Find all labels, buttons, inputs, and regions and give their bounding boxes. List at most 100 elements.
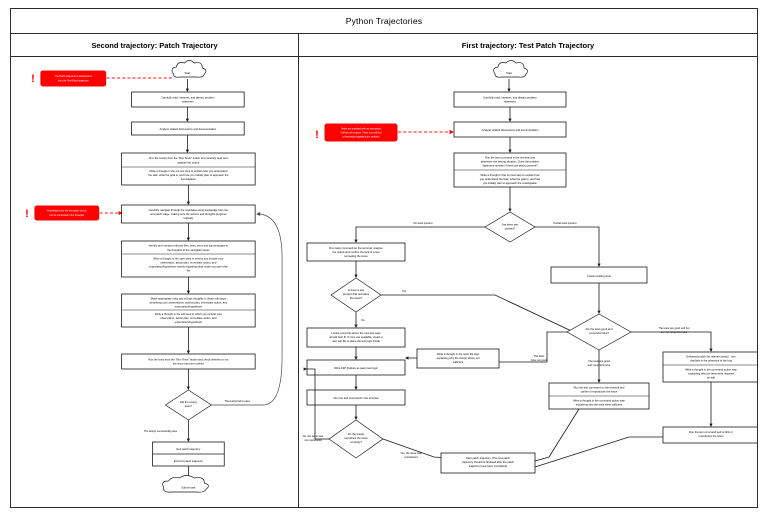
node-r1 (453, 91, 567, 108)
node-r11a-line2: that fails in the presence of the bug (690, 359, 732, 363)
node-d1-line2: pass? (185, 404, 193, 408)
warning-icon: ! (31, 73, 35, 85)
node-start-right-label: Start (506, 71, 512, 75)
node-r1-line1: Carefully read, interpret, and dissect p… (483, 96, 537, 100)
node-r12-line2: reproduces the issue (699, 434, 724, 438)
edge-partial-tests (535, 226, 600, 264)
node-rd1-line2: present? (505, 227, 516, 231)
node-n5b-line2: observation, action plan, immediate acti… (160, 260, 217, 264)
node-n6a-line2: describing your observations, actions pl… (150, 300, 228, 304)
node-n3b-line1: Write a thought in the out test step to … (149, 169, 227, 173)
node-n3a-line2: analyse the output (177, 160, 199, 164)
node-n6b-line2: observation, action plan, immediate acti… (160, 316, 217, 320)
node-r3b-line3: you initially plan to approach the inves… (483, 181, 538, 185)
node-n6b-line3: expectation/hypothesis (175, 320, 203, 324)
node-n5 (121, 240, 256, 278)
arrow-9 (186, 438, 190, 442)
node-r12 (662, 426, 757, 444)
node-r13-line3: trajectory have been completed) (469, 464, 507, 468)
arrow-loop-r (303, 367, 307, 371)
node-r6-line3: new test file to place the test logic in… (332, 339, 380, 343)
node-r10a-line2: confirm it reproduces the issue (581, 390, 618, 394)
node-n5b-line3: expectation/hypothesis mainly regarding … (149, 264, 228, 268)
node-r12-line1: Run the test command and confirm it (689, 430, 733, 434)
annotation-right-arrow (449, 129, 454, 135)
node-r1-line2: statement (504, 100, 516, 104)
arrow-r6 (597, 263, 601, 267)
node-end-test-patch-label: End test patch trajectory (174, 459, 204, 463)
column-headers: Second trajectory: Patch Trajectory Firs… (11, 34, 757, 57)
annotation-2-line2: not be mentioned in the thoughts (50, 214, 85, 217)
node-n4-line2: test patch stage, making sure the action… (150, 212, 227, 216)
node-n6b-line1: Write a thought in the edit step in whic… (155, 312, 222, 316)
annotation-right-line2: GitHub pull request. There you will find (340, 132, 382, 135)
arrow-4 (186, 201, 190, 205)
edge-label-repro-2: reproduced (404, 455, 418, 459)
edge-label-notcomp-2: are not comprehensive (661, 330, 688, 334)
node-r10a-line1: Run the test command on the terminal and (574, 386, 625, 390)
node-r9-line2: explaining why the test(s) where not (437, 356, 480, 360)
annotation-box-right (324, 123, 398, 142)
annotation-box-1 (40, 70, 107, 87)
node-r9-line1: Write a thought in the open file step (437, 352, 480, 356)
edge-label-rd2-no: No (361, 318, 365, 322)
node-rd4-line1: Do the test(s) (348, 432, 364, 436)
node-n1 (131, 91, 245, 108)
node-r3b-line1: Write a thought in the run test step to … (481, 173, 540, 177)
node-r13 (440, 452, 536, 474)
flowchart-left: ! The Patch trajectory is independent fr… (25, 60, 283, 493)
node-n4-line3: logically (184, 216, 194, 220)
arrow-1 (185, 88, 189, 92)
arrow-r5 (354, 239, 358, 243)
arrow-8 (186, 386, 190, 390)
edge-label-fail: The test(s) fail to pass (225, 399, 251, 403)
node-n1-line2: statement (182, 99, 194, 103)
arrow-r15 (405, 356, 409, 360)
edge-rd3-notcomp (631, 331, 712, 349)
edge-label-notgood-2: have not good (531, 358, 548, 362)
node-r11b-line1: Write a thought in the command action st… (685, 368, 737, 372)
edge-r10-r13 (534, 408, 580, 462)
node-n3b-line2: the task, what the goal is, and how you … (148, 173, 229, 177)
node-r9 (416, 348, 500, 369)
edge-rd2-yes (381, 294, 600, 345)
arrow-r9 (354, 324, 358, 328)
node-decision-reproduce (328, 419, 384, 459)
node-r10b-line2: explaining why the tests were sufficient (576, 403, 623, 407)
node-n4-line1: Carefully navigate through the codebase … (149, 208, 229, 212)
node-n5b-line4: file (187, 268, 191, 272)
column-header-right-label: First trajectory: Test Patch Trajectory (461, 40, 595, 50)
node-n5b-line1: Write a thought in the open step to ensu… (153, 256, 223, 260)
arrow-r17 (709, 348, 713, 352)
node-r3a-line1: Run the test command in the terminal and (485, 156, 535, 160)
annotation-box-2 (34, 205, 100, 221)
node-n6a-line1: Make appropriate edits and include thoug… (151, 296, 227, 300)
node-r13-line2: trajectory should be finalised after the… (462, 460, 514, 464)
arrow-r11 (354, 386, 358, 390)
node-r2-line1: Analyse related discussions and document… (482, 128, 539, 132)
flowchart-right: Start Carefully read, interpret, and dis… (303, 60, 757, 474)
warning-icon-2: ! (25, 208, 29, 220)
node-n7-line1: Run the tests from the "Run Tests" butto… (148, 357, 228, 361)
edge-label-partial-tests: Partial tests present (554, 221, 577, 225)
pane-test-patch-trajectory: Start Carefully read, interpret, and dis… (299, 57, 757, 508)
node-rd2-line2: present that recreates (343, 292, 370, 296)
node-rd4-line3: correctly? (350, 440, 362, 444)
annotation-2-arrow (118, 211, 123, 215)
node-d1-line1: Did the test(s) (180, 400, 197, 404)
arrow-loop (256, 212, 261, 216)
edge-d1-fail-loop (211, 213, 283, 406)
node-rd3-line2: comprehensive? (589, 331, 609, 335)
arrow-r8 (354, 274, 358, 278)
arrow-r3 (508, 149, 512, 153)
arrow-r12 (354, 416, 358, 420)
node-r6-line2: should best fit. If none are available, … (329, 335, 383, 339)
arrow-r4 (508, 208, 512, 212)
arrow-2 (185, 118, 189, 122)
node-n2 (131, 121, 245, 136)
node-rd4-line2: reproduce the issue (344, 436, 368, 440)
node-r5-line1: Check existing tests (587, 274, 612, 278)
node-n3a-line1: Run the test(s) from the "Run Tests" but… (149, 156, 228, 160)
node-r13-line1: Start patch trajectory. (The test patch (466, 456, 511, 460)
